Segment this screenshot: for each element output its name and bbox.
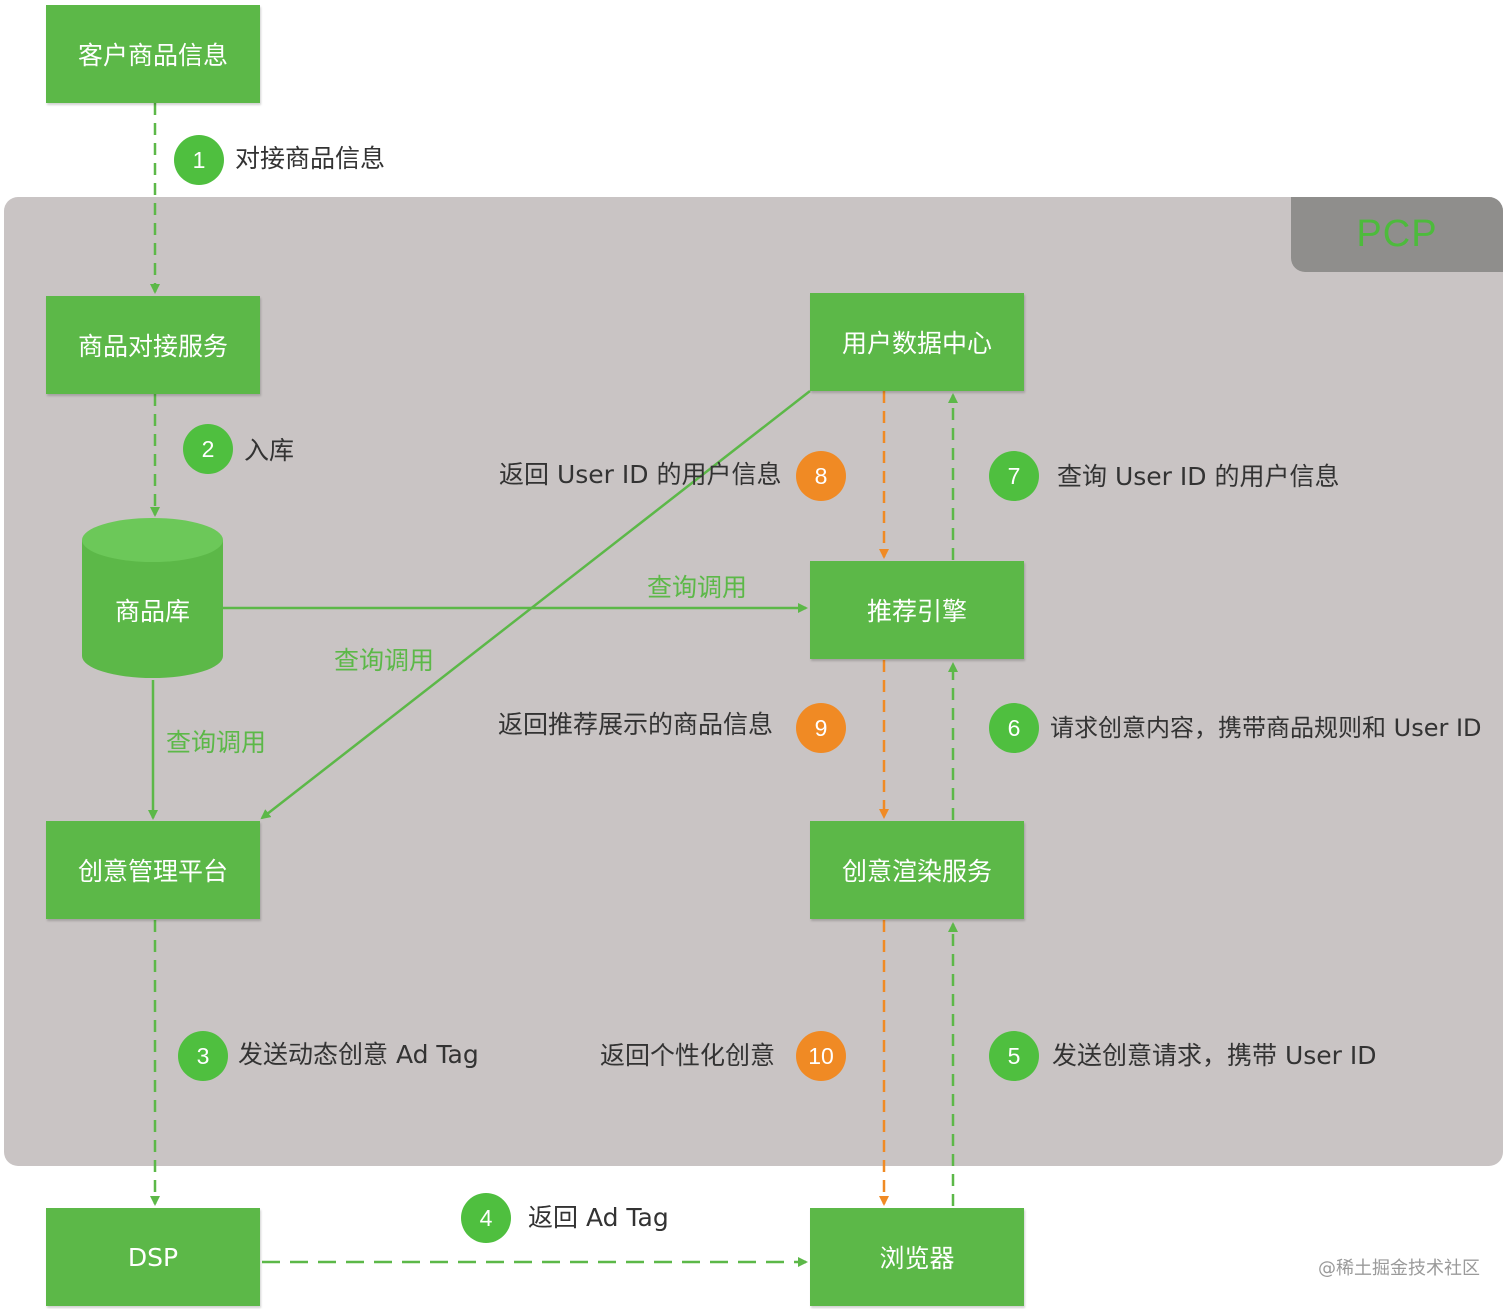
step-label-2: 入库	[244, 436, 295, 465]
step-badge-2: 2	[183, 424, 233, 474]
watermark: @稀土掘金技术社区	[1318, 1258, 1480, 1279]
call-label-datacenter-to-platform: 查询调用	[334, 646, 435, 675]
step-badge-8: 8	[796, 451, 846, 501]
step-label-4: 返回 Ad Tag	[528, 1203, 669, 1232]
step-badge-10: 10	[796, 1031, 846, 1081]
step-badge-9: 9	[796, 703, 846, 753]
step-label-10: 返回个性化创意	[600, 1041, 776, 1070]
step-badge-4: 4	[461, 1193, 511, 1243]
step-label-6: 请求创意内容，携带商品规则和 User ID	[1050, 714, 1482, 742]
arrow-datacenter-to-platform	[260, 390, 811, 820]
node-product-integration-service: 商品对接服务	[46, 296, 260, 394]
step-badge-3: 3	[178, 1031, 228, 1081]
step-label-3: 发送动态创意 Ad Tag	[238, 1040, 479, 1069]
node-customer-product-info: 客户商品信息	[46, 5, 260, 103]
step-label-5: 发送创意请求，携带 User ID	[1052, 1041, 1377, 1070]
node-product-db-label: 商品库	[114, 597, 190, 626]
node-creative-management-platform: 创意管理平台	[46, 821, 260, 919]
pcp-region-label: PCP	[1291, 197, 1503, 272]
call-label-db-to-platform: 查询调用	[166, 728, 267, 757]
product-db-cylinder	[82, 518, 223, 678]
node-recommendation-engine: 推荐引擎	[810, 561, 1024, 659]
step-badge-5: 5	[989, 1031, 1039, 1081]
node-browser: 浏览器	[810, 1208, 1024, 1306]
node-dsp: DSP	[46, 1208, 260, 1306]
step-badge-1: 1	[174, 135, 224, 185]
step-badge-6: 6	[989, 703, 1039, 753]
step-label-8: 返回 User ID 的用户信息	[499, 460, 782, 489]
step-label-7: 查询 User ID 的用户信息	[1057, 462, 1340, 491]
node-user-data-center: 用户数据中心	[810, 293, 1024, 391]
step-label-9: 返回推荐展示的商品信息	[498, 710, 774, 739]
step-badge-7: 7	[989, 451, 1039, 501]
step-label-1: 对接商品信息	[235, 144, 386, 173]
call-label-db-to-engine: 查询调用	[647, 573, 748, 602]
node-creative-render-service: 创意渲染服务	[810, 821, 1024, 919]
